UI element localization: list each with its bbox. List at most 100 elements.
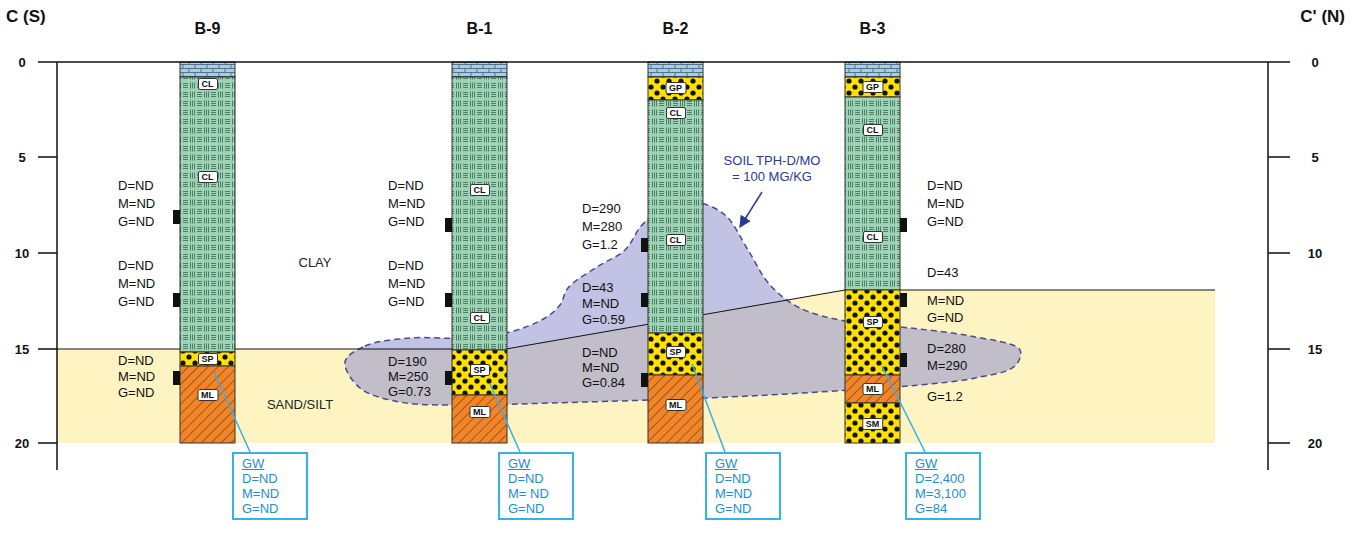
boring-label: B-1 <box>467 19 493 38</box>
section-end-label: C' (N) <box>1300 7 1345 27</box>
box-heading: GW <box>508 456 564 471</box>
soil-code: ML <box>862 383 883 395</box>
result-value: M=250 <box>388 369 428 384</box>
result-value: M=ND <box>242 486 298 501</box>
depth-tick: 5 <box>18 150 25 165</box>
soil-code: SP <box>197 353 217 365</box>
depth-tick: 20 <box>15 436 29 451</box>
soil-code: SP <box>469 364 489 376</box>
result-value: M=ND <box>927 196 964 211</box>
depth-axis <box>38 62 1290 470</box>
boring-column <box>180 62 235 443</box>
result-value: M=ND <box>927 293 964 308</box>
soil-code: CL <box>666 234 686 246</box>
result-value: G=ND <box>388 214 424 229</box>
result-value: M=290 <box>927 358 967 373</box>
result-value: G=0.73 <box>388 384 431 399</box>
result-value: D=ND <box>715 471 771 486</box>
groundwater-result-box: GWD=NDM= NDG=ND <box>498 452 574 520</box>
depth-tick: 10 <box>15 246 29 261</box>
result-value: M=280 <box>582 219 622 234</box>
soil-code: GP <box>862 81 883 93</box>
result-value: M=ND <box>118 196 155 211</box>
result-value: M=ND <box>388 276 425 291</box>
groundwater-result-box: GWD=NDM=NDG=ND <box>232 452 308 520</box>
boring-label: B-9 <box>195 19 221 38</box>
soil-code: SP <box>665 346 685 358</box>
box-heading: GW <box>715 456 771 471</box>
result-value: D=ND <box>118 353 154 368</box>
result-value: G=1.2 <box>582 237 618 252</box>
result-value: G=ND <box>927 310 963 325</box>
result-value: G=84 <box>915 501 971 516</box>
groundwater-result-box: GWD=NDM=NDG=ND <box>705 452 781 520</box>
result-value: G=ND <box>118 214 154 229</box>
soil-code: CL <box>863 124 883 136</box>
result-value: G=ND <box>388 294 424 309</box>
layer-label: SAND/SILT <box>267 397 333 412</box>
soil-code: ML <box>197 389 218 401</box>
sample-marker <box>173 210 907 387</box>
result-value: G=ND <box>927 214 963 229</box>
result-value: M=ND <box>582 296 619 311</box>
soil-code: SP <box>862 316 882 328</box>
depth-tick: 5 <box>1311 150 1318 165</box>
depth-tick: 20 <box>1308 436 1322 451</box>
boring-column <box>452 62 507 443</box>
depth-tick: 0 <box>18 55 25 70</box>
soil-code: ML <box>469 406 490 418</box>
soil-code: CL <box>666 107 686 119</box>
result-value: D=ND <box>118 178 154 193</box>
plume-callout: SOIL TPH-D/MO = 100 MG/KG <box>719 153 825 185</box>
depth-tick: 15 <box>1308 342 1322 357</box>
result-value: M=ND <box>118 276 155 291</box>
result-value: D=ND <box>388 178 424 193</box>
result-value: D=ND <box>388 258 424 273</box>
result-value: G=ND <box>118 294 154 309</box>
callout-arrow <box>740 192 762 227</box>
result-value: M=3,100 <box>915 486 971 501</box>
soil-code: CL <box>470 312 490 324</box>
soil-code: CL <box>470 184 490 196</box>
result-value: D=ND <box>927 178 963 193</box>
result-value: D=2,400 <box>915 471 971 486</box>
result-value: G=0.59 <box>582 312 625 327</box>
section-end-label: C (S) <box>6 7 46 27</box>
leader-line <box>214 364 925 452</box>
soil-code: ML <box>665 399 686 411</box>
result-value: D=ND <box>242 471 298 486</box>
result-value: G=ND <box>508 501 564 516</box>
box-heading: GW <box>915 456 971 471</box>
result-value: G=ND <box>715 501 771 516</box>
soil-code: CL <box>198 171 218 183</box>
result-value: M=ND <box>118 369 155 384</box>
soil-code: CL <box>863 231 883 243</box>
result-value: D=ND <box>118 258 154 273</box>
result-value: G=0.84 <box>582 375 625 390</box>
groundwater-result-box: GWD=2,400M=3,100G=84 <box>905 452 981 520</box>
depth-tick: 15 <box>15 342 29 357</box>
result-value: M= ND <box>508 486 564 501</box>
result-value: D=ND <box>508 471 564 486</box>
result-value: M=ND <box>388 196 425 211</box>
box-heading: GW <box>242 456 298 471</box>
depth-tick: 0 <box>1311 55 1318 70</box>
boring-column <box>648 62 703 443</box>
result-value: M=ND <box>582 360 619 375</box>
result-value: D=43 <box>582 280 613 295</box>
soil-code: GP <box>665 82 686 94</box>
result-value: G=ND <box>118 385 154 400</box>
soil-code: CL <box>198 78 218 90</box>
boring-label: B-2 <box>663 19 689 38</box>
result-value: D=ND <box>582 345 618 360</box>
result-value: D=280 <box>927 341 966 356</box>
depth-tick: 10 <box>1308 246 1322 261</box>
result-value: G=1.2 <box>927 389 963 404</box>
layer-label: CLAY <box>299 255 332 270</box>
result-value: G=ND <box>242 501 298 516</box>
result-value: D=43 <box>927 265 958 280</box>
result-value: M=ND <box>715 486 771 501</box>
soil-code: SM <box>862 418 884 430</box>
